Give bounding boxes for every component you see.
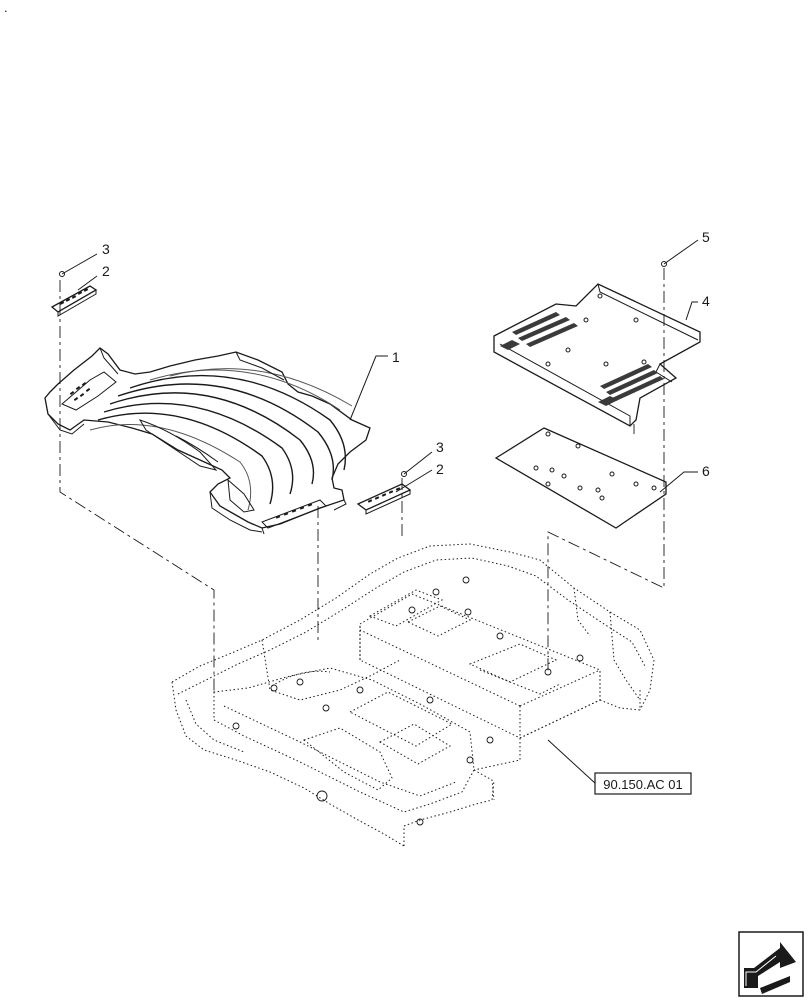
corner-mark: . <box>4 0 8 15</box>
part-1-floor-mat <box>44 347 371 535</box>
cab-floor-reference <box>171 543 655 847</box>
callout-5: 5 <box>702 229 710 245</box>
callout-1: 1 <box>392 349 400 365</box>
callout-3-right: 3 <box>436 439 444 455</box>
part-4-rear-mat <box>493 283 701 427</box>
callout-3-left: 3 <box>102 241 110 257</box>
reference-link[interactable]: 90.150.AC 01 <box>594 772 692 795</box>
callout-4: 4 <box>702 293 710 309</box>
navigation-arrow-icon[interactable] <box>738 931 804 997</box>
part-6-insulation-pad <box>494 427 667 529</box>
reference-label[interactable]: 90.150.AC 01 <box>603 777 683 792</box>
callout-2-left: 2 <box>102 263 110 279</box>
part-2-tread-plate-right <box>356 483 412 515</box>
part-2-tread-plate-left <box>50 285 98 317</box>
callout-2-right: 2 <box>436 461 444 477</box>
callout-6: 6 <box>702 463 710 479</box>
